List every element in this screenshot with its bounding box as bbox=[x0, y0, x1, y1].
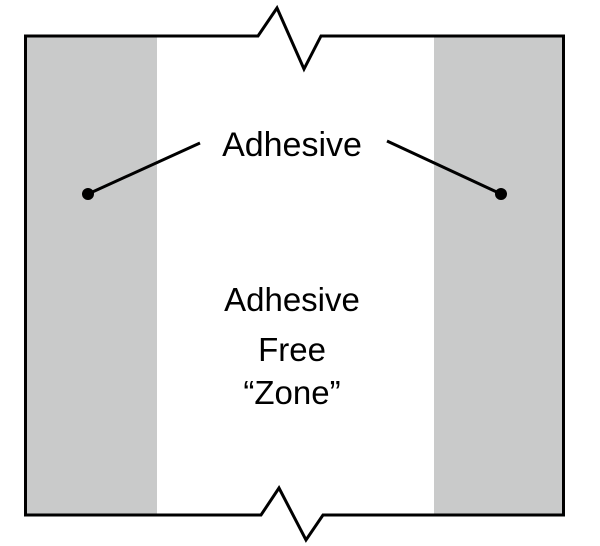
right-adhesive-band bbox=[434, 36, 565, 515]
zone-label-line-1: Adhesive bbox=[224, 281, 360, 318]
left-leader-dot bbox=[82, 188, 94, 200]
right-leader-dot bbox=[495, 188, 507, 200]
left-adhesive-band bbox=[24, 36, 157, 515]
adhesive-callout-label: Adhesive bbox=[222, 126, 362, 164]
left-leader-line bbox=[87, 141, 201, 196]
zone-label-line-3: “Zone” bbox=[243, 374, 340, 411]
right-leader-line bbox=[386, 139, 502, 196]
zone-label-line-2: Free bbox=[258, 331, 326, 368]
bottom-break-line bbox=[24, 485, 565, 543]
adhesive-free-zone-region bbox=[157, 36, 434, 515]
top-break-line bbox=[24, 4, 565, 73]
